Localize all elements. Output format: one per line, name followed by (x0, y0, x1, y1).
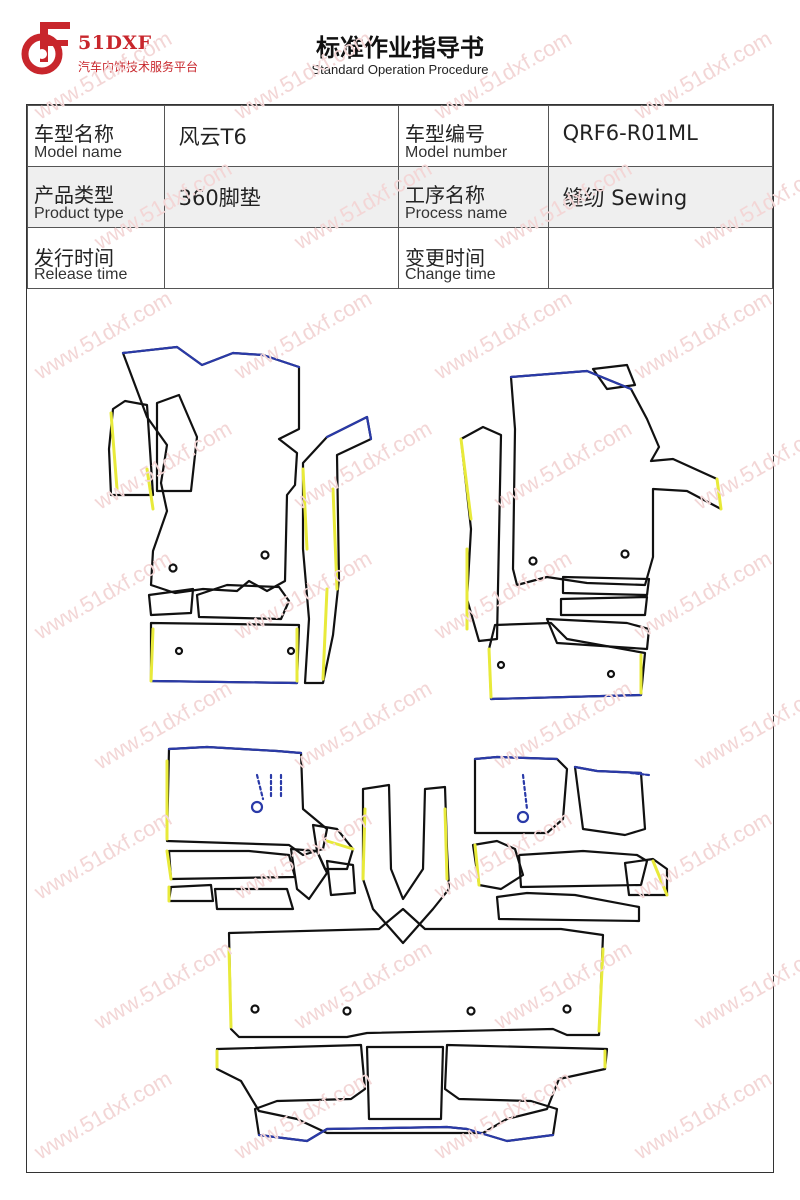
product-type-value: 360脚垫 (163, 166, 399, 228)
product-type-label: 产品类型 Product type (27, 166, 165, 228)
floor-mat-pattern-drawing (107, 345, 723, 1143)
pattern-piece-rear-bottom-mat (215, 1043, 609, 1143)
document-header: 51DXF 汽车内饰技术服务平台 标准作业指导书 Standard Operat… (0, 0, 800, 100)
pattern-piece-tunnel (361, 783, 451, 945)
pattern-piece-driver-heel-pads (147, 583, 301, 685)
info-table: 车型名称 Model name 风云T6 车型编号 Model number Q… (27, 105, 774, 289)
sop-frame: 车型名称 Model name 风云T6 车型编号 Model number Q… (26, 104, 774, 1173)
brand-name: 51DXF (78, 32, 152, 54)
brand-tagline: 汽车内饰技术服务平台 (78, 60, 199, 74)
model-name-label: 车型名称 Model name (27, 105, 165, 167)
info-row-model: 车型名称 Model name 风云T6 车型编号 Model number Q… (27, 105, 774, 167)
pattern-piece-left-side-strip (301, 415, 373, 685)
pattern-piece-passenger-mat (509, 363, 723, 587)
yellow-edge-markings (109, 411, 723, 1069)
brand-logo-icon (21, 22, 70, 75)
change-time-value (547, 227, 774, 289)
pattern-piece-rear-bench-mat (227, 907, 605, 1039)
change-time-label: 变更时间 Change time (397, 227, 549, 289)
blue-edge-markings (121, 345, 651, 1143)
release-time-label: 发行时间 Release time (27, 227, 165, 289)
pattern-piece-rear-right-mat (471, 755, 669, 923)
model-number-label: 车型编号 Model number (397, 105, 549, 167)
brand-logo: 51DXF 汽车内饰技术服务平台 (20, 18, 260, 80)
pattern-piece-driver-mat (107, 345, 301, 595)
info-row-product: 产品类型 Product type 360脚垫 工序名称 Process nam… (27, 166, 774, 228)
document-title: 标准作业指导书 (316, 34, 484, 62)
release-time-value (163, 227, 399, 289)
process-name-value: 缝纫 Sewing (547, 166, 774, 228)
pattern-piece-rear-left-mat (165, 745, 357, 911)
model-name-value: 风云T6 (163, 105, 399, 167)
process-name-label: 工序名称 Process name (397, 166, 549, 228)
info-row-time: 发行时间 Release time 变更时间 Change time (27, 227, 774, 289)
pattern-piece-passenger-heel-pads (487, 575, 651, 701)
model-number-value: QRF6-R01ML (547, 105, 774, 167)
pattern-piece-right-side-strip (459, 425, 503, 643)
document-subtitle: Standard Operation Procedure (311, 62, 489, 77)
